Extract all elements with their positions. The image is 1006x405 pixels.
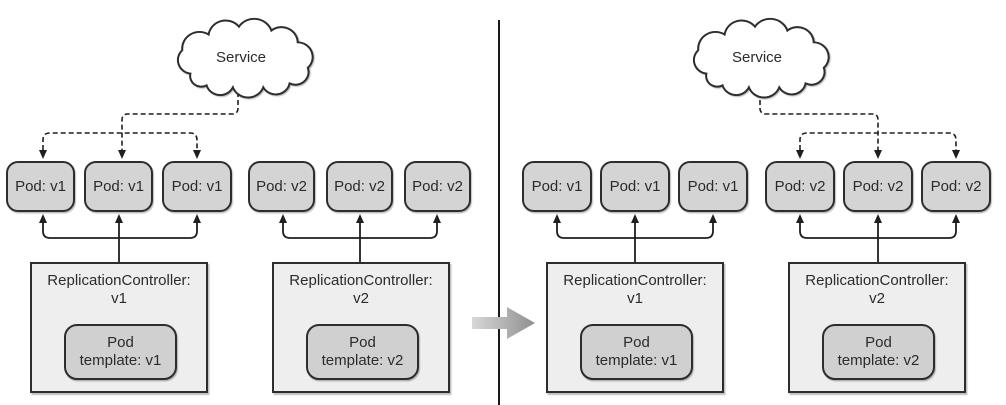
service-links-before <box>39 92 239 159</box>
arrowhead-up-icon <box>279 214 287 223</box>
arrowhead-down-icon <box>118 150 126 159</box>
arrowhead-down-icon <box>796 150 804 159</box>
pod-box: Pod: v1 <box>6 161 75 212</box>
pod-box: Pod: v2 <box>921 161 991 212</box>
transition-right-arrow-icon <box>472 307 535 339</box>
pod-template-box: Pod template: v2 <box>306 324 419 380</box>
pod-box: Pod: v1 <box>678 161 748 212</box>
arrowhead-up-icon <box>115 214 123 223</box>
pod-box: Pod: v2 <box>843 161 913 212</box>
rc-v1-links-after <box>553 214 717 262</box>
arrowhead-up-icon <box>631 214 639 223</box>
rc-v1-links-before <box>39 214 201 262</box>
arrowhead-down-icon <box>952 150 960 159</box>
arrowhead-down-icon <box>39 150 47 159</box>
pod-box: Pod: v2 <box>248 161 315 212</box>
rc-v2-links-before <box>279 214 441 262</box>
replication-controller-box: ReplicationController: v2 Pod template: … <box>788 262 966 393</box>
arrowhead-up-icon <box>874 214 882 223</box>
replication-controller-box: ReplicationController: v2 Pod template: … <box>272 262 450 393</box>
pod-template-box: Pod template: v1 <box>580 324 693 380</box>
pod-template-line: template: v2 <box>321 352 404 369</box>
arrowhead-up-icon <box>193 214 201 223</box>
pod-template-line: template: v2 <box>837 352 920 369</box>
pod-box: Pod: v2 <box>404 161 471 212</box>
rc-title-line: ReplicationController: <box>563 272 707 289</box>
arrowhead-up-icon <box>796 214 804 223</box>
pod-box: Pod: v1 <box>522 161 592 212</box>
rc-version: v1 <box>627 290 643 307</box>
rc-title: ReplicationController: v2 <box>790 272 964 308</box>
rc-title: ReplicationController: v1 <box>548 272 722 308</box>
pod-template-line: Pod <box>865 334 892 351</box>
replication-controller-box: ReplicationController: v1 Pod template: … <box>546 262 724 393</box>
pod-box: Pod: v2 <box>765 161 835 212</box>
arrowhead-up-icon <box>433 214 441 223</box>
arrowhead-up-icon <box>952 214 960 223</box>
service-links-after <box>759 92 960 159</box>
arrowhead-up-icon <box>709 214 717 223</box>
replication-controller-box: ReplicationController: v1 Pod template: … <box>30 262 208 393</box>
pod-box: Pod: v1 <box>84 161 153 212</box>
service-cloud-icon <box>692 17 830 99</box>
rc-v2-links-after <box>796 214 960 262</box>
rc-title-line: ReplicationController: <box>289 272 433 289</box>
service-label: Service <box>731 49 783 66</box>
service-cloud-icon <box>176 17 314 99</box>
rc-version: v1 <box>111 290 127 307</box>
arrowhead-up-icon <box>553 214 561 223</box>
pod-box: Pod: v2 <box>326 161 393 212</box>
arrowhead-down-icon <box>874 150 882 159</box>
pod-template-line: Pod <box>349 334 376 351</box>
rc-title-line: ReplicationController: <box>805 272 949 289</box>
rc-title: ReplicationController: v1 <box>32 272 206 308</box>
pod-template-line: template: v1 <box>79 352 162 369</box>
arrowhead-up-icon <box>39 214 47 223</box>
arrowhead-up-icon <box>356 214 364 223</box>
arrowhead-down-icon <box>193 150 201 159</box>
pod-template-line: Pod <box>623 334 650 351</box>
rc-title-line: ReplicationController: <box>47 272 191 289</box>
service-label: Service <box>215 49 267 66</box>
rc-version: v2 <box>869 290 885 307</box>
pod-template-line: Pod <box>107 334 134 351</box>
rc-title: ReplicationController: v2 <box>274 272 448 308</box>
rc-version: v2 <box>353 290 369 307</box>
pod-box: Pod: v1 <box>600 161 670 212</box>
pod-template-line: template: v1 <box>595 352 678 369</box>
pod-template-box: Pod template: v2 <box>822 324 935 380</box>
pod-template-box: Pod template: v1 <box>64 324 177 380</box>
pod-box: Pod: v1 <box>162 161 232 212</box>
